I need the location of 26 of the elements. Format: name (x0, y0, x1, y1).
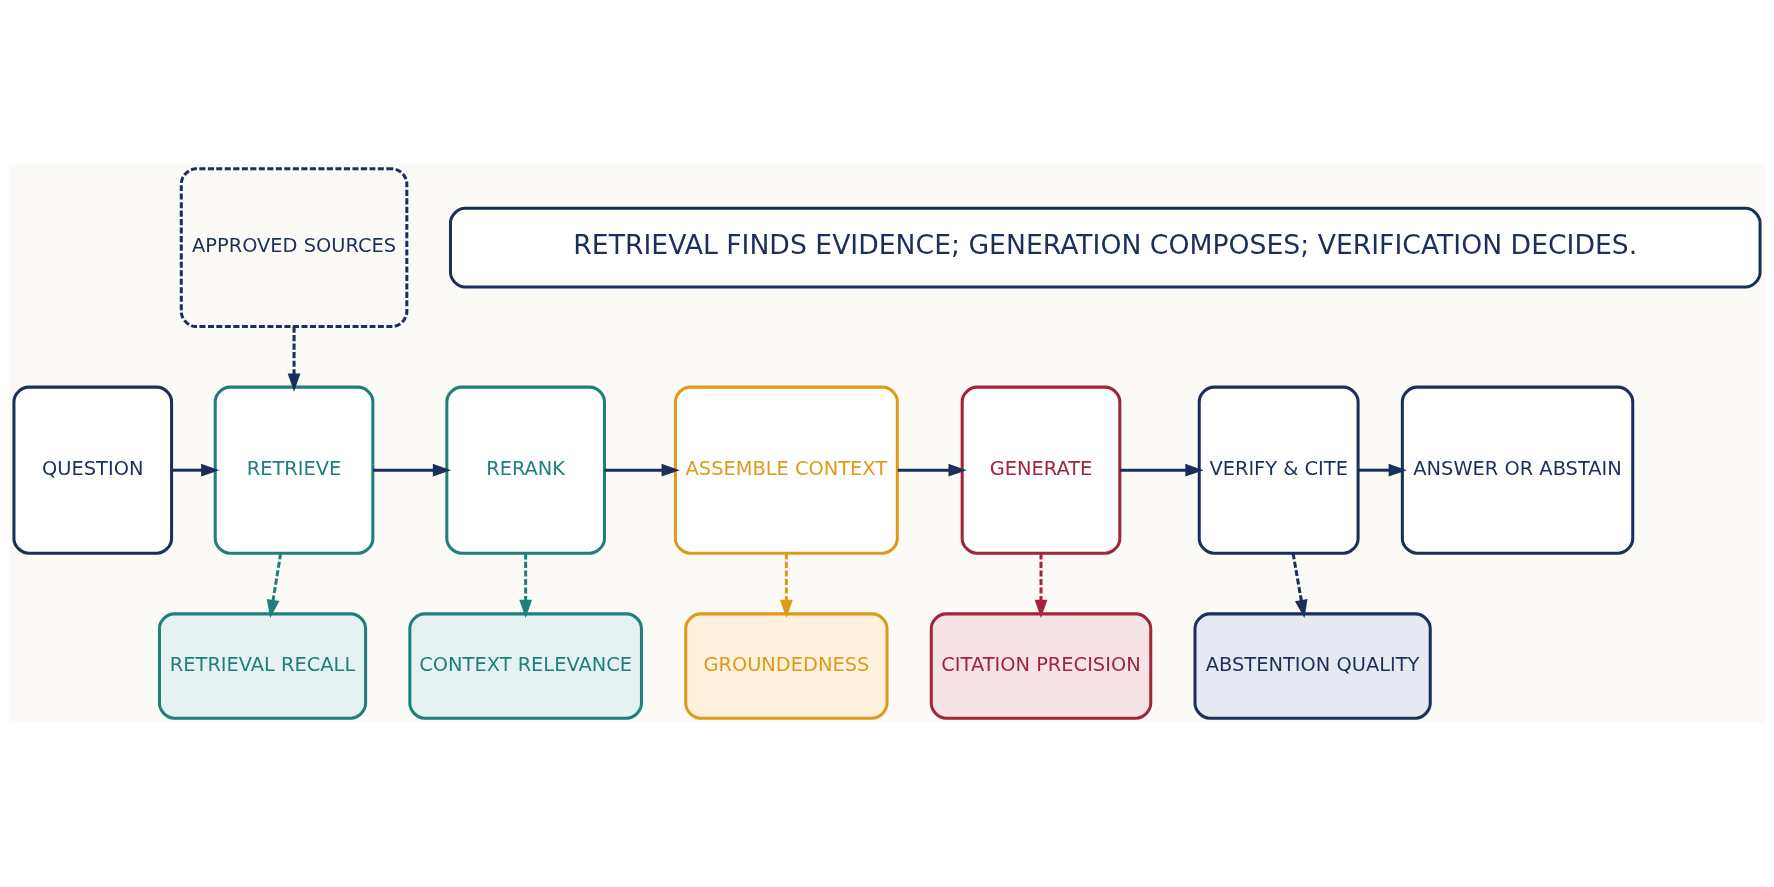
node-box: ASSEMBLE CONTEXT (673, 385, 899, 555)
arrow (897, 463, 967, 477)
arrow (1358, 463, 1407, 477)
node-box: CONTEXT RELEVANCE (408, 612, 643, 720)
node-box: RETRIEVE (213, 385, 375, 555)
arrow (287, 326, 301, 392)
arrow (779, 553, 793, 619)
arrow (604, 463, 680, 477)
node-box: RETRIEVAL FINDS EVIDENCE; GENERATION COMPOSES; VERIFICATION DECIDES. (448, 206, 1762, 289)
arrow (266, 553, 283, 619)
node-box: RERANK (445, 385, 606, 555)
arrow (373, 463, 452, 477)
arrow (1034, 553, 1048, 619)
node-box: VERIFY & CITE (1197, 385, 1360, 555)
node-box: ANSWER OR ABSTAIN (1400, 385, 1635, 555)
node-box: GENERATE (960, 385, 1122, 555)
arrow (171, 463, 220, 477)
node-box: CITATION PRECISION (929, 612, 1153, 720)
node-box: RETRIEVAL RECALL (157, 612, 368, 720)
node-box: ABSTENTION QUALITY (1193, 612, 1432, 720)
arrow (1291, 553, 1308, 619)
node-box: APPROVED SOURCES (179, 167, 409, 328)
arrow (519, 553, 533, 619)
node-box: GROUNDEDNESS (684, 612, 889, 720)
arrow (1119, 463, 1204, 477)
node-box: QUESTION (12, 385, 174, 555)
